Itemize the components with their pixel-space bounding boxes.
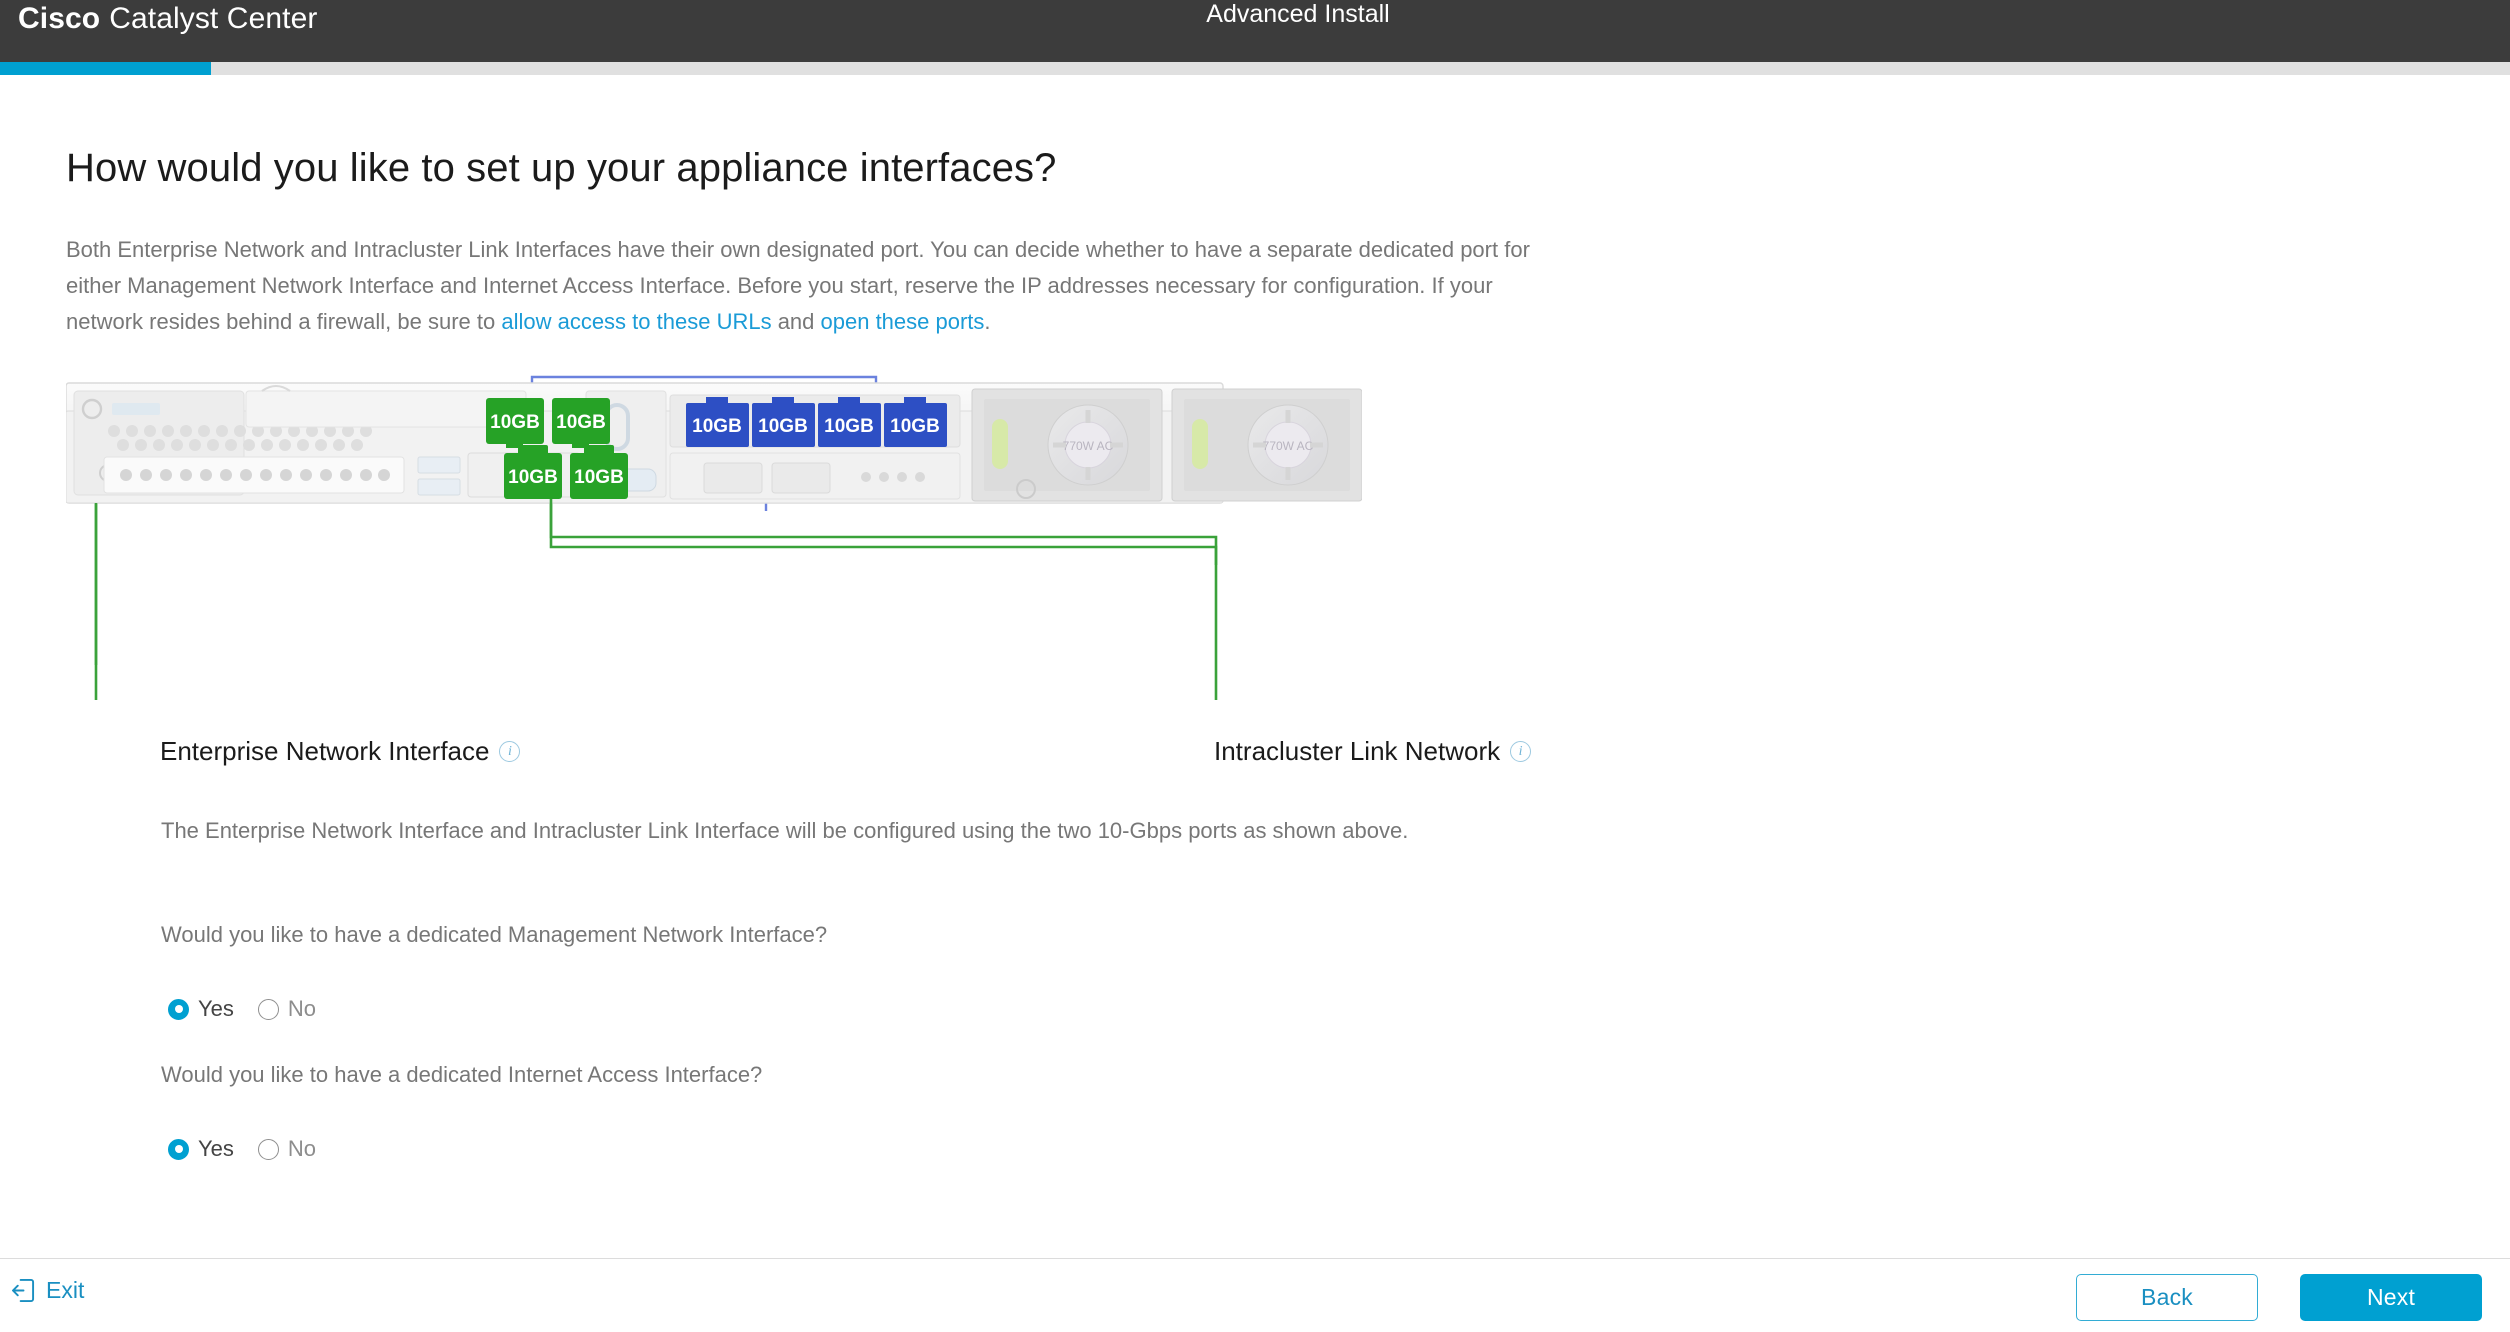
port-badge-lacp-2: 10GB xyxy=(752,397,815,447)
svg-text:10GB: 10GB xyxy=(490,412,540,433)
wizard-progress-track xyxy=(0,62,2510,75)
radio-internet-no-dot[interactable] xyxy=(257,1138,279,1160)
question-management-network-interface: Would you like to have a dedicated Manag… xyxy=(161,922,828,947)
radio-internet-no[interactable]: No xyxy=(257,1136,317,1162)
svg-text:10GB: 10GB xyxy=(574,467,624,488)
brand-logo: Cisco Catalyst Center xyxy=(18,0,317,62)
radio-management-no-dot[interactable] xyxy=(257,998,279,1020)
radio-internet-yes-dot[interactable] xyxy=(168,1138,189,1160)
intracluster-link-network-label: Intracluster Link Network i xyxy=(1214,736,1532,767)
interface-configuration-note: The Enterprise Network Interface and Int… xyxy=(161,818,1409,843)
radio-internet-yes-label: Yes xyxy=(198,1136,234,1161)
brand-name-cisco: Cisco xyxy=(18,2,101,35)
intracluster-link-network-text: Intracluster Link Network xyxy=(1214,736,1501,766)
psu-label-1: 770W AC xyxy=(1063,439,1114,453)
question-internet-access-interface: Would you like to have a dedicated Inter… xyxy=(161,1062,763,1087)
svg-text:10GB: 10GB xyxy=(758,416,808,437)
enterprise-info-icon[interactable]: i xyxy=(499,741,521,762)
allow-access-urls-link[interactable]: allow access to these URLs xyxy=(501,309,772,334)
svg-text:10GB: 10GB xyxy=(692,416,742,437)
enterprise-network-interface-text: Enterprise Network Interface xyxy=(160,736,490,766)
radio-management-yes-label: Yes xyxy=(198,996,234,1021)
radio-group-internet-access-interface: Yes No xyxy=(168,1136,316,1162)
svg-text:10GB: 10GB xyxy=(824,416,874,437)
brand-name-product: Catalyst Center xyxy=(109,2,318,35)
exit-icon xyxy=(12,1279,35,1302)
port-badge-lower-2: 10GB xyxy=(570,445,628,499)
callout-lines xyxy=(94,499,1218,700)
page-description-end: . xyxy=(984,309,991,334)
port-badge-lacp-3: 10GB xyxy=(818,397,881,447)
psu-label-2: 770W AC xyxy=(1263,439,1314,453)
wizard-footer: Exit Back Next xyxy=(0,1258,2510,1332)
port-badge-lower-1: 10GB xyxy=(504,445,562,499)
svg-text:10GB: 10GB xyxy=(556,412,606,433)
port-badge-upper-1: 10GB xyxy=(486,398,544,448)
enterprise-network-interface-label: Enterprise Network Interface i xyxy=(160,736,521,767)
open-these-ports-link[interactable]: open these ports xyxy=(820,309,985,334)
page-description: Both Enterprise Network and Intracluster… xyxy=(66,232,1571,340)
radio-management-no[interactable]: No xyxy=(257,996,317,1022)
intracluster-info-icon[interactable]: i xyxy=(1510,741,1532,762)
main-content: How would you like to set up your applia… xyxy=(0,75,2510,1258)
radio-internet-yes[interactable]: Yes xyxy=(168,1136,234,1162)
exit-button-label: Exit xyxy=(46,1277,85,1303)
page-description-part1: Both Enterprise Network and Intracluster… xyxy=(66,237,1530,334)
appliance-diagram: 770W AC 770W AC 10GB xyxy=(66,365,1626,765)
wizard-title: Advanced Install xyxy=(1206,0,1390,28)
wizard-progress-fill xyxy=(0,62,211,75)
radio-management-no-label: No xyxy=(287,996,317,1021)
next-button[interactable]: Next xyxy=(2300,1274,2482,1321)
exit-button[interactable]: Exit xyxy=(12,1277,84,1304)
footer-action-buttons: Back Next xyxy=(2076,1274,2482,1321)
page-description-conjunction: and xyxy=(771,309,821,334)
svg-text:10GB: 10GB xyxy=(508,467,558,488)
port-badge-lacp-1: 10GB xyxy=(686,397,749,447)
radio-group-management-network-interface: Yes No xyxy=(168,996,316,1022)
svg-text:10GB: 10GB xyxy=(890,416,940,437)
page-title: How would you like to set up your applia… xyxy=(66,146,1057,190)
radio-management-yes-dot[interactable] xyxy=(168,998,189,1020)
port-badge-lacp-4: 10GB xyxy=(884,397,947,447)
radio-management-yes[interactable]: Yes xyxy=(168,996,234,1022)
app-header: Cisco Catalyst Center Advanced Install xyxy=(0,0,2510,62)
port-badge-upper-2: 10GB xyxy=(552,398,610,448)
back-button[interactable]: Back xyxy=(2076,1274,2258,1321)
radio-internet-no-label: No xyxy=(287,1136,317,1161)
